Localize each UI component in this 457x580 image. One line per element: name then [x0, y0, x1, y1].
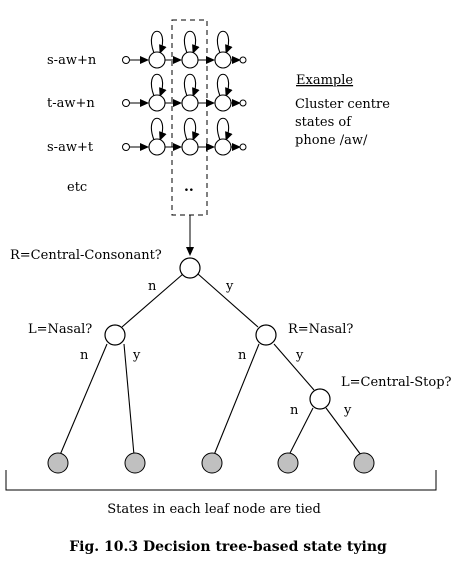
hmm-state [214, 94, 232, 112]
hmm-row-s-aw-n: s-aw+n [47, 30, 247, 69]
decision-node-left [104, 324, 126, 346]
self-loop [183, 73, 200, 97]
hmm-chain [122, 30, 247, 69]
decision-node-root [179, 257, 201, 279]
self-loop [150, 30, 167, 54]
entry-node [122, 56, 130, 64]
exit-node [239, 99, 247, 107]
branch-label-yes: y [132, 348, 141, 363]
self-loop [216, 73, 233, 97]
self-loop [183, 117, 200, 141]
self-loop [150, 73, 167, 97]
tree-edges [59, 273, 362, 456]
self-loop [183, 30, 200, 54]
leaf-nodes [47, 452, 375, 474]
self-loop [216, 117, 233, 141]
self-loop [150, 117, 167, 141]
branch-label-no: n [148, 279, 157, 294]
example-title: Example [296, 73, 353, 88]
leaf-bracket [5, 470, 437, 491]
hmm-chain [122, 73, 247, 112]
hmm-state [181, 94, 199, 112]
hmm-state [148, 94, 166, 112]
question-right: R=Nasal? [288, 322, 353, 337]
decision-node-right-right [309, 388, 331, 410]
example-line: states of [295, 115, 352, 130]
entry-node [122, 143, 130, 151]
exit-node [239, 56, 247, 64]
row-label-etc: etc [67, 180, 87, 195]
question-root: R=Central-Consonant? [10, 248, 162, 263]
leaf-node [353, 452, 375, 474]
example-line: Cluster centre [295, 97, 390, 112]
hmm-state [148, 138, 166, 156]
example-line: phone /aw/ [295, 133, 368, 148]
ellipsis: .. [184, 179, 194, 195]
decision-node-right [255, 324, 277, 346]
leaf-node [124, 452, 146, 474]
self-loop [216, 30, 233, 54]
branch-label-yes: y [225, 279, 234, 294]
branch-label-yes: y [343, 403, 352, 418]
leaf-node [47, 452, 69, 474]
question-left: L=Nasal? [28, 322, 92, 337]
branch-label-no: n [80, 348, 89, 363]
hmm-state [214, 51, 232, 69]
hmm-state [181, 51, 199, 69]
hmm-state [214, 138, 232, 156]
leaf-node [277, 452, 299, 474]
branch-label-no: n [290, 403, 299, 418]
entry-node [122, 99, 130, 107]
figure-caption: Fig. 10.3 Decision tree-based state tyin… [69, 539, 387, 555]
branch-label-yes: y [295, 348, 304, 363]
hmm-chain [122, 117, 247, 156]
row-label: s-aw+t [47, 140, 94, 155]
question-right-right: L=Central-Stop? [341, 375, 452, 390]
branch-label-no: n [238, 348, 247, 363]
hmm-row-t-aw-n: t-aw+n [47, 73, 247, 112]
hmm-state [148, 51, 166, 69]
hmm-state [181, 138, 199, 156]
exit-node [239, 143, 247, 151]
row-label: t-aw+n [47, 96, 95, 111]
row-label: s-aw+n [47, 53, 97, 68]
leaf-node [201, 452, 223, 474]
leaf-caption: States in each leaf node are tied [107, 502, 321, 517]
hmm-row-s-aw-t: s-aw+t [47, 117, 247, 156]
